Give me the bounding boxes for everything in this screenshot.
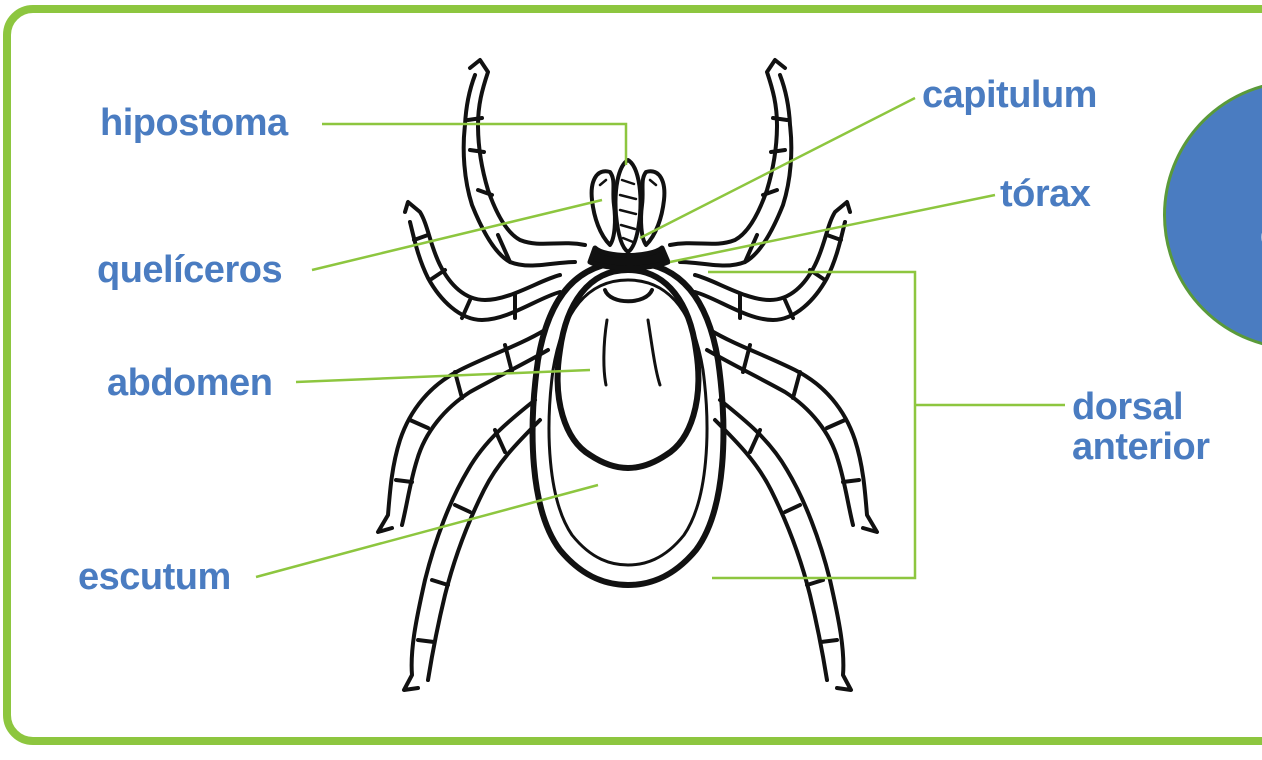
label-abdomen: abdomen (107, 362, 272, 404)
leader-hipostoma (322, 124, 626, 165)
tick-body-outer (533, 262, 724, 585)
leader-queliceros (312, 200, 602, 270)
leader-torax (670, 195, 995, 262)
label-queliceros: quelíceros (97, 249, 282, 291)
label-dorsal-line2: anterior (1072, 427, 1209, 467)
leg-front-right (670, 60, 791, 266)
label-torax: tórax (1000, 173, 1090, 215)
label-dorsal-line1: dorsal (1072, 387, 1209, 427)
leg-second-left (405, 202, 560, 320)
leg-second-right (695, 202, 850, 320)
label-hipostoma: hipostoma (100, 102, 288, 144)
leader-lines (256, 98, 1065, 578)
leg-front-left (464, 60, 585, 266)
tick-body-inner (549, 280, 707, 565)
badge-line1: An (1163, 128, 1262, 172)
label-escutum: escutum (78, 556, 231, 598)
leg-third-left (378, 330, 548, 532)
leg-third-right (707, 330, 877, 532)
label-dorsal-anterior: dorsal anterior (1072, 387, 1209, 467)
tick-mouthparts (592, 160, 665, 252)
badge-line3: GAR (1163, 216, 1262, 260)
badge-line2: d (1163, 172, 1262, 216)
title-badge-text: An d GAR (1163, 128, 1262, 260)
label-capitulum: capitulum (922, 74, 1097, 116)
